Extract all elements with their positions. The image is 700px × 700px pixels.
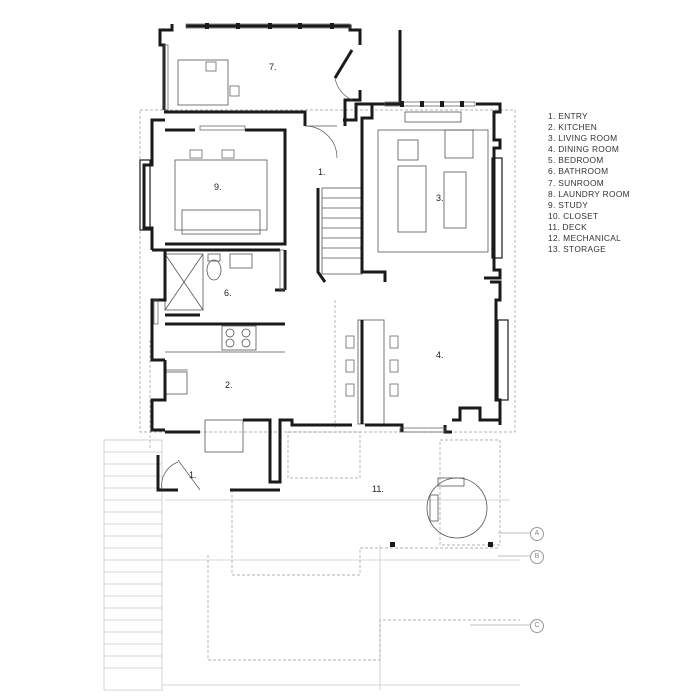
legend-item: 6. BATHROOM (548, 166, 609, 177)
grid-marker-c: C (530, 619, 544, 633)
chairs (189, 61, 399, 397)
legend-item: 8. LAUNDRY ROOM (548, 188, 630, 199)
mullions (205, 23, 493, 547)
legend-item: 13. STORAGE (548, 244, 607, 255)
room-label-kitchen: 2. (225, 380, 233, 390)
bay-frames (139, 157, 509, 401)
legend-item: 2. KITCHEN (548, 122, 598, 133)
door-swings (161, 77, 353, 491)
legend-item: 4. DINING ROOM (548, 144, 620, 155)
legend-item: 5. BEDROOM (548, 155, 604, 166)
legend-item: 7. SUNROOM (548, 177, 605, 188)
legend-item: 1. ENTRY (548, 111, 588, 121)
legend-item: 9. STUDY (548, 199, 589, 210)
dashed-outlines (139, 109, 520, 661)
room-label-entry-lower: 1. (189, 470, 197, 480)
legend-item: 3. LIVING ROOM (548, 133, 618, 144)
room-legend: 1. ENTRY 2. KITCHEN 3. LIVING ROOM 4. DI… (548, 111, 630, 255)
grid-marker-a: A (530, 527, 544, 541)
room-label-study: 9. (214, 182, 222, 192)
site-lines (103, 439, 520, 691)
room-label-dining-room: 4. (436, 350, 444, 360)
grid-marker-b: B (530, 550, 544, 564)
room-label-sunroom: 7. (269, 62, 277, 72)
room-label-living-room: 3. (436, 193, 444, 203)
grid-leaders (470, 532, 530, 626)
legend-item: 12. MECHANICAL (548, 233, 622, 244)
windows (153, 23, 476, 433)
legend-item: 11. DECK (548, 221, 588, 232)
room-label-bathroom: 6. (224, 288, 232, 298)
legend-item: 10. CLOSET (548, 210, 599, 221)
room-label-deck: 11. (372, 484, 384, 494)
room-label-entry: 1. (318, 167, 326, 177)
interior-lines (164, 59, 489, 539)
